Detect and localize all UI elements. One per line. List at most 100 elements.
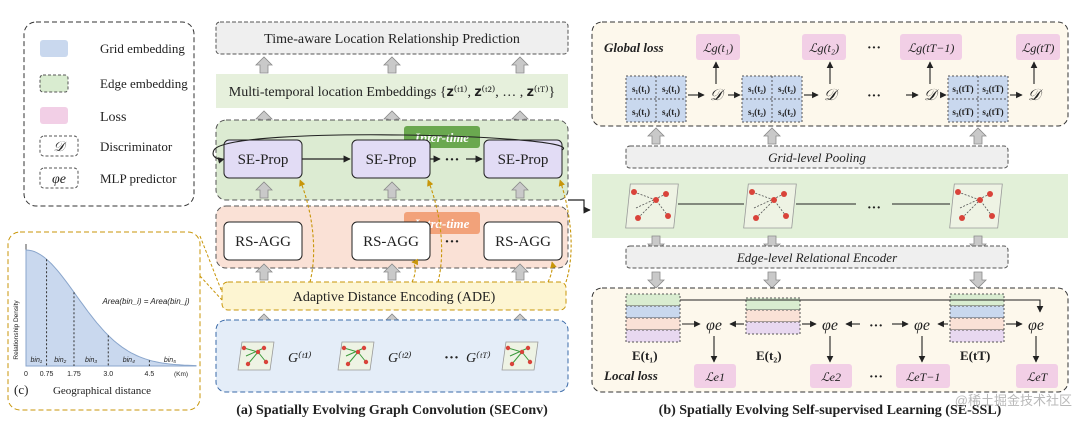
bin-label: bin₂ bbox=[54, 357, 66, 364]
local-loss-3: ℒeT−1 bbox=[906, 370, 941, 384]
edge-map-3 bbox=[949, 183, 1003, 229]
embeddings-bar bbox=[216, 74, 568, 108]
se-prop-label-1: SE-Prop bbox=[238, 152, 289, 168]
edge-emb-label-1: E(t₁) bbox=[632, 348, 658, 363]
density-axis-label: Relationship Density bbox=[13, 300, 20, 360]
seconv-caption: (a) Spatially Evolving Graph Convolution… bbox=[236, 403, 548, 418]
panel-c-letter: (c) bbox=[14, 382, 28, 397]
cell-3-1: s₁(tT) bbox=[952, 84, 973, 94]
graph-map-2 bbox=[337, 341, 375, 371]
mlp-label: MLP predictor bbox=[100, 171, 177, 186]
sessl-caption: (b) Spatially Evolving Self-supervised L… bbox=[659, 403, 1002, 418]
embeddings-label: Multi-temporal location Embeddings {𝐳⁽ᵗ¹… bbox=[229, 85, 556, 100]
rs-agg-box-2 bbox=[351, 221, 431, 261]
grid-pooling-box bbox=[625, 145, 1009, 169]
loss-label: Loss bbox=[100, 110, 126, 125]
rs-agg-label-2: RS-AGG bbox=[363, 234, 419, 250]
seconv-panel: Time-aware Location Relationship Predict… bbox=[212, 21, 572, 418]
global-loss-badge-4 bbox=[1016, 34, 1060, 60]
edge-encoder-box bbox=[625, 245, 1009, 269]
global-loss-badge-1 bbox=[696, 34, 740, 60]
local-loss-badge-4 bbox=[1016, 364, 1058, 388]
tick-label: 0 bbox=[24, 371, 28, 378]
rs-agg-ellipsis: ··· bbox=[444, 234, 459, 250]
cell-2-4: s₄(t₂) bbox=[778, 107, 796, 117]
grid-cells-1: s₁(t₁) s₂(t₁) s₃(t₁) s₄(t₁) bbox=[625, 75, 687, 123]
grid-embedding-label: Grid embedding bbox=[100, 41, 185, 56]
edge-map-ellipsis: ··· bbox=[867, 201, 881, 216]
discriminator-2: 𝒟 bbox=[824, 87, 840, 104]
edge-emb-label-3: E(tT) bbox=[960, 348, 990, 363]
mlp-symbol: φe bbox=[52, 172, 66, 187]
ade-label: Adaptive Distance Encoding (ADE) bbox=[293, 290, 496, 305]
graph-label-2: G⁽ᵗ²⁾ bbox=[388, 351, 412, 366]
local-loss-badge-3 bbox=[896, 364, 950, 388]
cell-1-2: s₂(t₁) bbox=[662, 84, 680, 94]
cell-1-1: s₁(t₁) bbox=[632, 84, 650, 94]
prediction-title: Time-aware Location Relationship Predict… bbox=[264, 32, 520, 47]
phi-2: φe bbox=[822, 317, 838, 334]
global-loss-2: ℒg(t₂) bbox=[809, 41, 839, 55]
cell-1-4: s₄(t₁) bbox=[662, 107, 680, 117]
global-loss-ellipsis: ··· bbox=[867, 41, 881, 56]
global-loss-badge-2 bbox=[802, 34, 846, 60]
se-prop-label-2: SE-Prop bbox=[366, 152, 417, 168]
legend-box: Grid embedding Edge embedding Loss 𝒟 Dis… bbox=[23, 21, 195, 207]
phi-4: φe bbox=[1028, 317, 1044, 334]
cell-3-2: s₂(tT) bbox=[982, 84, 1003, 94]
se-prop-label-3: SE-Prop bbox=[498, 152, 549, 168]
global-loss-1: ℒg(t₁) bbox=[703, 41, 733, 55]
cell-2-3: s₃(t₂) bbox=[748, 107, 766, 117]
graph-map-3 bbox=[501, 341, 539, 371]
density-area bbox=[25, 249, 197, 367]
discriminator-3: 𝒟 bbox=[924, 87, 940, 104]
global-loss-3: ℒg(tT−1) bbox=[908, 41, 955, 55]
edge-embedding-swatch bbox=[39, 74, 69, 93]
grid-pooling-label: Grid-level Pooling bbox=[768, 150, 866, 165]
loss-swatch bbox=[40, 107, 68, 124]
tick-label: 3.0 bbox=[103, 371, 113, 378]
watermark: @稀土掘金技术社区 bbox=[955, 393, 1072, 408]
tick-label: 0.75 bbox=[40, 371, 54, 378]
edge-stack-1 bbox=[625, 293, 681, 343]
local-loss-ellipsis: ··· bbox=[869, 370, 883, 385]
local-loss-badge-2 bbox=[810, 364, 852, 388]
graph-ellipsis: ··· bbox=[444, 350, 459, 366]
cell-3-4: s₄(tT) bbox=[982, 107, 1003, 117]
bin-label: bin₁ bbox=[31, 357, 43, 364]
discriminator-swatch bbox=[39, 135, 79, 157]
equal-area-equation: Area(bin_i) = Area(bin_j) bbox=[101, 297, 189, 306]
discriminator-symbol: 𝒟 bbox=[53, 140, 67, 155]
bin-label: bin₄ bbox=[123, 357, 135, 364]
edge-map-2 bbox=[743, 183, 797, 229]
rs-agg-box-3 bbox=[483, 221, 563, 261]
edge-stack-2 bbox=[745, 297, 801, 335]
edge-map-1 bbox=[625, 183, 679, 229]
mlp-swatch bbox=[39, 167, 79, 189]
graph-label-3: G⁽ᵗᵀ⁾ bbox=[466, 351, 491, 366]
graph-map-1 bbox=[237, 341, 275, 371]
rs-agg-label-1: RS-AGG bbox=[235, 234, 291, 250]
cell-2-1: s₁(t₂) bbox=[748, 84, 766, 94]
rs-agg-box-1 bbox=[223, 221, 303, 261]
graph-region bbox=[215, 319, 569, 393]
ade-box bbox=[221, 281, 567, 311]
se-prop-ellipsis: ··· bbox=[444, 152, 459, 168]
density-curve bbox=[25, 249, 197, 367]
global-loss-title: Global loss bbox=[604, 40, 664, 55]
phi-3: φe bbox=[914, 317, 930, 334]
tick-label: 1.75 bbox=[67, 371, 81, 378]
phi-ellipsis: ··· bbox=[869, 319, 883, 334]
bin-label: bin₅ bbox=[164, 357, 176, 364]
cell-2-2: s₂(t₂) bbox=[778, 84, 796, 94]
sessl-panel: Global loss ℒg(t₁) ℒg(t₂) ··· ℒg(tT−1) ℒ… bbox=[591, 21, 1069, 418]
global-loss-4: ℒg(tT) bbox=[1022, 41, 1055, 55]
km-unit-label: (Km) bbox=[174, 371, 188, 378]
rs-agg-label-3: RS-AGG bbox=[495, 234, 551, 250]
discriminator-1: 𝒟 bbox=[710, 87, 726, 104]
grid-cells-3: s₁(tT) s₂(tT) s₃(tT) s₄(tT) bbox=[947, 75, 1009, 123]
discriminator-4: 𝒟 bbox=[1028, 87, 1044, 104]
global-loss-badge-3 bbox=[900, 34, 962, 60]
